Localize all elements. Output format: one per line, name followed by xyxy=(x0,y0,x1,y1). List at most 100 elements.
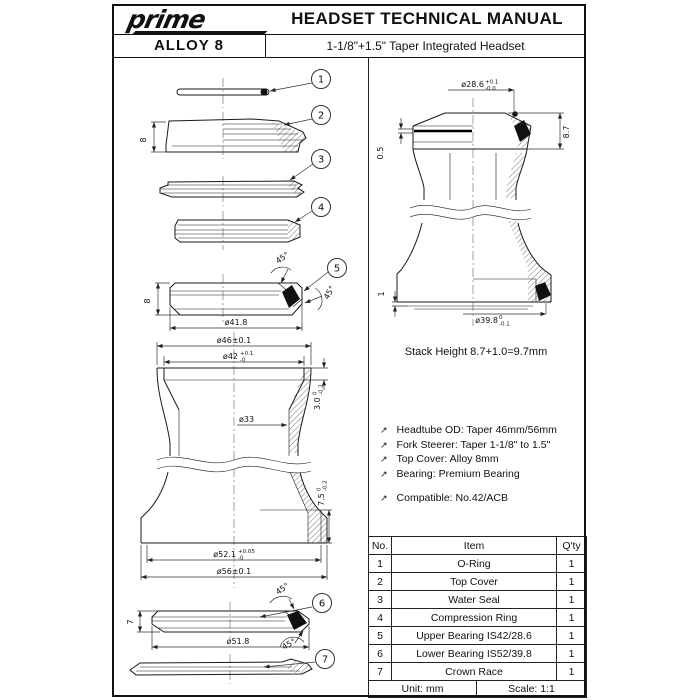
svg-text:0: 0 xyxy=(499,315,503,321)
upper-bearing-profile xyxy=(169,282,303,316)
footer-bar: Unit: mm Scale: 1:1 xyxy=(368,680,587,698)
arrow-bullet-icon: ↗ xyxy=(380,468,388,479)
dim-angle-45-top: 45° xyxy=(270,250,292,284)
page-title: HEADSET TECHNICAL MANUAL xyxy=(291,9,563,28)
dim-height-7: 7 xyxy=(126,610,160,633)
callout-balloon-6 xyxy=(312,593,332,613)
section-hatch-lower xyxy=(508,221,551,302)
top-cover-detail-lines xyxy=(172,123,303,147)
svg-text:ø41.8: ø41.8 xyxy=(225,318,248,327)
svg-text:7: 7 xyxy=(126,619,135,624)
lower-bearing-cartridge xyxy=(535,282,551,301)
spec-item: ↗ Headtube OD: Taper 46mm/56mm xyxy=(380,424,580,436)
part-compression-ring: 4 xyxy=(174,197,331,250)
svg-text:45°: 45° xyxy=(274,250,291,266)
dim-angle-45-bottom: 45° xyxy=(279,630,305,652)
section-hatch-mid xyxy=(506,153,527,198)
crown-race-detail-lines xyxy=(136,666,300,672)
brand-logo-text: prime xyxy=(124,5,208,34)
svg-text:+0.1: +0.1 xyxy=(240,351,253,357)
cell-qty: 1 xyxy=(556,662,587,681)
cell-no: 5 xyxy=(368,626,392,645)
spec-item: ↗ Bearing: Premium Bearing xyxy=(380,468,580,480)
water-seal-detail-lines xyxy=(160,184,301,194)
col-header-no: No. xyxy=(368,536,392,555)
header-divider-1 xyxy=(112,34,586,35)
svg-text:8: 8 xyxy=(139,137,148,142)
break-wave-1 xyxy=(409,204,532,212)
break-wave-1 xyxy=(156,456,312,465)
svg-text:0: 0 xyxy=(313,391,319,395)
arrow-bullet-icon: ↗ xyxy=(380,454,388,464)
cell-no: 3 xyxy=(368,590,392,609)
model-name: ALLOY 8 xyxy=(153,37,225,54)
svg-text:ø33: ø33 xyxy=(239,415,254,424)
callout-balloon-2 xyxy=(311,105,331,125)
callout-leader xyxy=(259,606,313,619)
cell-no: 2 xyxy=(368,572,392,591)
col-header-item: Item xyxy=(391,536,557,555)
svg-text:45°: 45° xyxy=(274,581,291,597)
svg-text:8: 8 xyxy=(143,298,152,303)
dim-height-8: 8 xyxy=(143,282,180,316)
table-row: 6 Lower Bearing IS52/39.8 1 xyxy=(368,644,587,663)
svg-text:ø51.8: ø51.8 xyxy=(227,637,250,646)
svg-text:45°: 45° xyxy=(322,284,337,301)
spec-item: ↗ Top Cover: Alloy 8mm xyxy=(380,453,580,465)
part-top-cover: 8 2 xyxy=(139,105,331,159)
callout-leader xyxy=(294,210,313,223)
dim-protrusion-1: 1 xyxy=(377,291,408,317)
top-cover-profile xyxy=(165,118,307,153)
part-upper-bearing: 45° 45° 8 ø41.8 5 xyxy=(143,250,347,331)
cell-item: O-Ring xyxy=(391,554,557,573)
section-hatch xyxy=(272,122,306,152)
dim-od-56: ø56±0.1 xyxy=(140,545,328,580)
callout-balloon-1 xyxy=(311,69,331,89)
svg-text:-0: -0 xyxy=(238,556,244,562)
spec-text: Bearing: Premium Bearing xyxy=(396,467,520,480)
cell-qty: 1 xyxy=(556,608,587,627)
stack-height-note: Stack Height 8.7+1.0=9.7mm xyxy=(404,346,548,358)
lower-bearing-profile xyxy=(151,610,310,633)
callout-number-3: 3 xyxy=(318,155,324,166)
o-ring-section-dot xyxy=(260,88,268,96)
table-row: 5 Upper Bearing IS42/28.6 1 xyxy=(368,626,587,645)
callout-balloon-5 xyxy=(327,258,347,278)
svg-text:-0.0: -0.0 xyxy=(485,86,496,92)
dim-od-42: ø42 +0.1 -0 xyxy=(163,351,305,366)
callout-number-2: 2 xyxy=(318,111,324,122)
compression-ring-detail-lines xyxy=(175,224,288,239)
dim-angle-45-right: 45° xyxy=(304,284,337,311)
col-header-qty: Q'ty xyxy=(556,536,587,555)
spec-text: Headtube OD: Taper 46mm/56mm xyxy=(396,424,557,436)
break-wave-2 xyxy=(409,213,532,221)
dim-angle-45-top: 45° xyxy=(269,581,295,610)
svg-text:ø52.1: ø52.1 xyxy=(213,550,236,559)
section-hatch xyxy=(288,220,300,242)
compression-ring-profile xyxy=(174,219,301,243)
dim-od-33: ø33 xyxy=(237,415,287,428)
product-subtitle: 1-1/8"+1.5" Taper Integrated Headset xyxy=(326,39,525,53)
callout-number-5: 5 xyxy=(334,264,340,275)
table-header-row: No. Item Q'ty xyxy=(368,536,587,555)
dim-od-39-8: ø39.8 0 -0.1 xyxy=(463,303,547,328)
cell-no: 7 xyxy=(368,662,392,681)
dim-od-28-6: ø28.6 +0.1 -0.0 xyxy=(448,80,515,111)
unit-label: Unit: mm xyxy=(368,680,477,698)
header-divider-2 xyxy=(112,57,586,58)
cell-qty: 1 xyxy=(556,590,587,609)
table-row: 7 Crown Race 1 xyxy=(368,662,587,681)
svg-text:ø28.6: ø28.6 xyxy=(461,80,484,89)
callout-number-7: 7 xyxy=(322,655,328,666)
cell-no: 6 xyxy=(368,644,392,663)
bearing-cartridge xyxy=(287,611,307,630)
dim-od-46: ø46±0.1 xyxy=(156,336,312,365)
table-row: 4 Compression Ring 1 xyxy=(368,608,587,627)
cell-item: Crown Race xyxy=(391,662,557,681)
svg-text:ø42: ø42 xyxy=(223,352,238,361)
callout-balloon-4 xyxy=(311,197,331,217)
cell-item: Top Cover xyxy=(391,572,557,591)
break-gap xyxy=(410,205,531,220)
part-o-ring: 1 xyxy=(176,69,331,108)
part-crown-race: 7 xyxy=(129,649,335,684)
